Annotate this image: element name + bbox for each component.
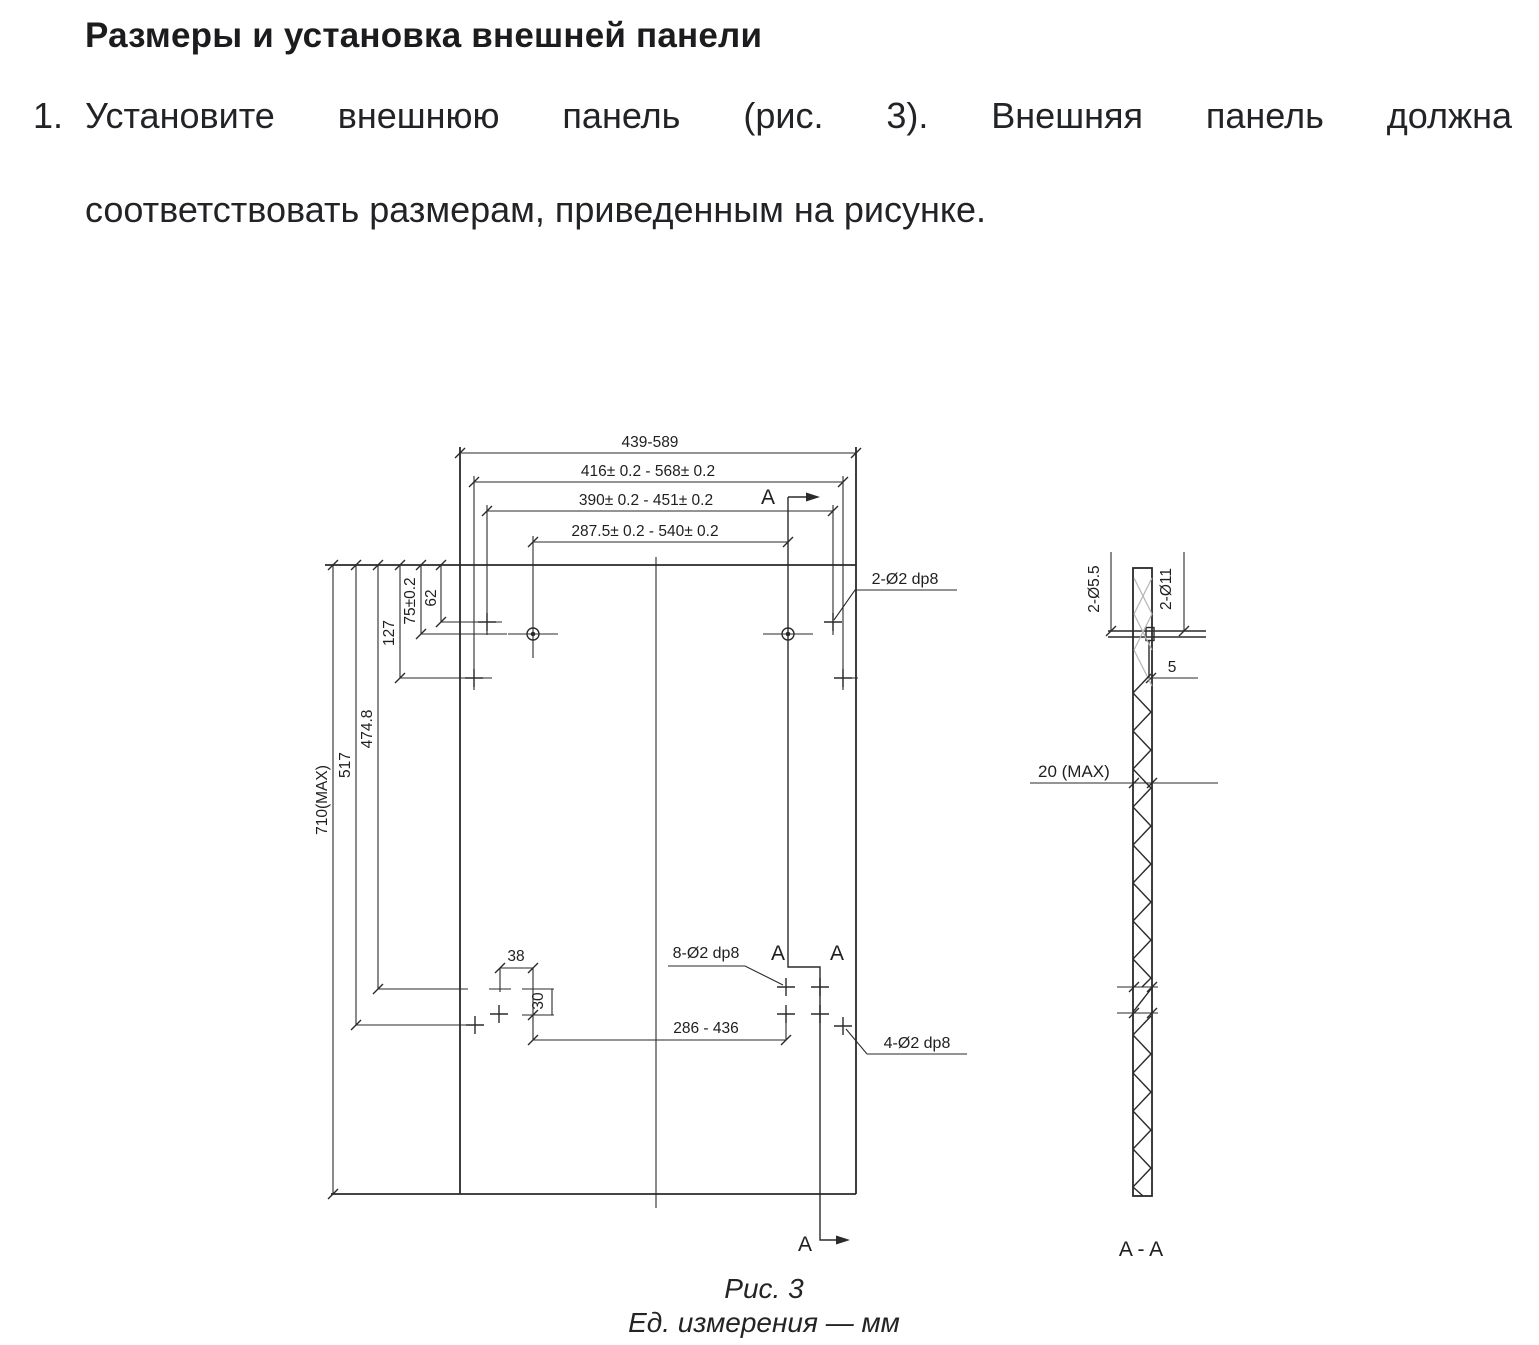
panel-outline: [325, 447, 857, 1195]
left-dimension-lines: [332, 565, 858, 1194]
dim-notch-width: 38: [507, 948, 524, 965]
section-letter-bottom: A: [798, 1233, 812, 1256]
instruction-list-item: 1. Установите внешнюю панель (рис. 3). В…: [33, 92, 1512, 233]
dim-height-62: 62: [423, 589, 440, 606]
section-cut-line: [787, 492, 850, 1245]
list-number: 1.: [33, 95, 64, 136]
dim-depth-5: 5: [1168, 659, 1177, 676]
dim-height-474: 474.8: [359, 710, 376, 749]
section-arrow-top: [806, 492, 820, 502]
section-view-title: A - A: [1119, 1238, 1163, 1261]
page-title: Размеры и установка внешней панели: [85, 16, 763, 55]
hatch-pattern: [1131, 673, 1152, 1197]
section-dimension-lines: [1030, 677, 1218, 1014]
tick-markers: [327, 447, 1190, 1200]
top-dimension-lines: [460, 452, 856, 690]
callout-holes-mid: 8-Ø2 dp8: [673, 945, 740, 962]
dim-height-127: 127: [381, 620, 398, 646]
dim-width-286-436: 286 - 436: [673, 1020, 739, 1037]
section-gray-hatch: [1133, 577, 1153, 687]
instruction-text: Установите внешнюю панель (рис. 3). Внеш…: [85, 92, 1512, 233]
section-letter-top: A: [761, 486, 775, 509]
dim-thickness-max: 20 (MAX): [1038, 762, 1110, 781]
figure-units: Ед. измерения — мм: [628, 1307, 900, 1338]
dim-width-287-540: 287.5± 0.2 - 540± 0.2: [571, 523, 718, 540]
dim-height-517: 517: [337, 752, 354, 778]
instruction-line-2: соответствовать размерам, приведенным на…: [85, 189, 987, 230]
dim-width-390-451: 390± 0.2 - 451± 0.2: [579, 492, 713, 509]
cross-markers: [465, 613, 852, 1035]
section-letter-mid-left: A: [771, 942, 785, 965]
callout-holes-top: 2-Ø2 dp8: [872, 571, 939, 588]
leader-lines: [668, 589, 967, 1055]
dim-width-overall: 439-589: [622, 434, 679, 451]
callout-holes-bottom: 4-Ø2 dp8: [884, 1035, 951, 1052]
section-letter-mid-right: A: [830, 942, 844, 965]
notch-dimension-lines: [489, 967, 787, 1041]
section-arrow-bottom: [836, 1235, 850, 1245]
figure-number: Рис. 3: [724, 1273, 804, 1304]
hole-marker-left: [508, 627, 558, 641]
section-top-dimensions: [1110, 552, 1185, 631]
screw-detail: [1108, 626, 1206, 678]
dim-hole-small: 2-Ø5.5: [1086, 565, 1103, 612]
dim-height-max: 710(MAX): [314, 765, 331, 835]
instruction-line-1: Установите внешнюю панель (рис. 3). Внеш…: [85, 95, 1512, 136]
figure-caption: Рис. 3 Ед. измерения — мм: [399, 1272, 1129, 1340]
dim-notch-height: 30: [530, 992, 547, 1010]
dim-hole-large: 2-Ø11: [1158, 568, 1175, 610]
dim-width-416-568: 416± 0.2 - 568± 0.2: [581, 463, 715, 480]
dim-height-75: 75±0.2: [402, 577, 419, 624]
